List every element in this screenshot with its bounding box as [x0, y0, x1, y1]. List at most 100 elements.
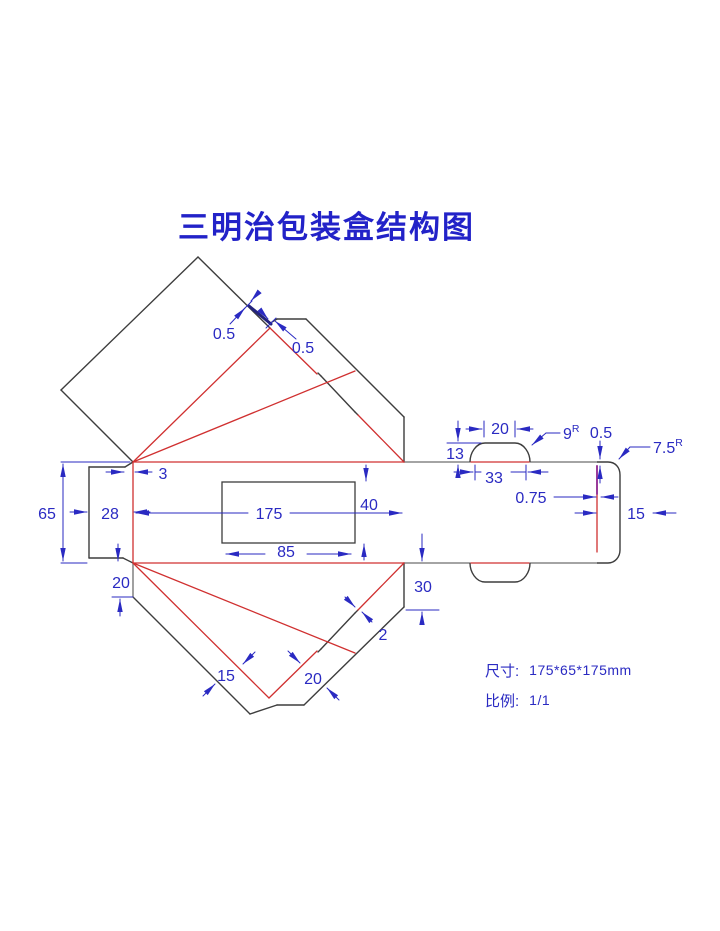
dimension-label: 20 [491, 421, 509, 438]
dimension-label: 30 [414, 579, 432, 596]
cut-lines [60, 256, 621, 715]
crease-segment [247, 304, 273, 326]
cut-line [317, 648, 322, 653]
cut-line [122, 557, 134, 564]
dimension-arrowhead [419, 548, 425, 561]
dimension-arrowhead [597, 446, 603, 459]
dimension-label: 0.5 [590, 425, 612, 442]
cut-line [354, 411, 359, 416]
cut-line [132, 596, 251, 715]
dimensions: 0.5 0.5 3 65 28 175 85 40 20 15 20 2 30 13 20 33 9R 0.5 7.… [38, 289, 683, 701]
dimension-arrowhead [343, 595, 355, 607]
dimension-arrowhead [251, 289, 262, 301]
dimension-9: 9R [531, 423, 580, 446]
size-label: 尺寸: [485, 662, 520, 680]
drawing-title: 三明治包装盒结构图 [178, 210, 475, 245]
dimension-arrowhead [111, 469, 124, 475]
dimension-label: 175 [256, 506, 283, 523]
dimension-arrowhead [583, 494, 596, 500]
dimension-15: 15 [202, 651, 256, 697]
dimension-0.5: 0.5 [257, 307, 314, 357]
dimension-arrowhead [60, 548, 66, 561]
dimension-label: 85 [277, 544, 295, 561]
dimension-label: 33 [485, 470, 503, 487]
fold-line [132, 562, 356, 654]
dimension-label: 40 [360, 497, 378, 514]
dimension-0.5: 0.5 [213, 289, 262, 343]
cut-path [597, 461, 621, 564]
cut-line [305, 318, 405, 418]
dimension-label: 15 [627, 506, 645, 523]
dimension-arrowhead [601, 494, 614, 500]
dimension-arrowhead [517, 426, 530, 432]
dimension-0.75: 0.75 [515, 490, 619, 507]
dimension-arrowhead [363, 468, 369, 481]
dimension-arrowhead [327, 688, 339, 700]
dimension-label: 13 [446, 446, 464, 463]
scale-value: 1/1 [529, 692, 551, 708]
cut-path [469, 562, 531, 583]
size-row: 尺寸: 175*65*175mm [485, 655, 632, 685]
dimension-label: 0.5 [292, 340, 314, 357]
dimension-label: 9R [563, 423, 580, 443]
dimension-arrowhead [619, 447, 630, 459]
dimension-label: 65 [38, 506, 56, 523]
scale-row: 比例: 1/1 [485, 685, 632, 715]
dimension-arrowhead [361, 544, 367, 557]
dimension-arrowhead [135, 469, 148, 475]
dimension-0.5: 0.5 [590, 425, 612, 484]
size-value: 175*65*175mm [529, 662, 632, 678]
fold-line [357, 562, 405, 611]
special-segments [247, 304, 598, 495]
fold-lines [132, 327, 598, 699]
cut-line [303, 606, 405, 706]
dimension-label: 28 [101, 506, 119, 523]
dimension-15: 15 [574, 506, 677, 523]
cut-line [197, 256, 271, 329]
dimension-arrowhead [528, 469, 541, 475]
dimension-arrowhead [532, 434, 544, 445]
cut-line [317, 372, 322, 377]
cut-line [124, 461, 134, 468]
cut-line [320, 375, 356, 413]
dimension-65: 65 [38, 461, 131, 564]
dimension-28: 28 [69, 506, 151, 523]
info-block: 尺寸: 175*65*175mm 比例: 1/1 [485, 655, 632, 715]
dimension-label: 0.75 [515, 490, 546, 507]
dimension-85: 85 [225, 544, 352, 561]
dimension-label: 2 [379, 627, 388, 644]
dimension-20: 20 [287, 650, 340, 701]
dimension-arrowhead [115, 548, 121, 561]
dimension-label: 20 [304, 671, 322, 688]
dimension-arrowhead [275, 321, 287, 332]
dimension-arrowhead [469, 426, 482, 432]
dimension-30: 30 [405, 533, 440, 625]
dimension-label: 20 [112, 575, 130, 592]
dimension-arrowhead [389, 510, 402, 516]
dimension-arrowhead [226, 551, 239, 557]
dimension-2: 2 [343, 595, 388, 644]
dimension-arrowhead [136, 510, 149, 516]
dimension-3: 3 [105, 466, 168, 483]
dimension-arrowhead [203, 684, 215, 696]
dimension-arrowhead [583, 510, 596, 516]
dimension-arrowhead [74, 509, 87, 515]
cut-line [60, 389, 134, 463]
fold-line [269, 327, 318, 375]
cut-line [320, 612, 356, 650]
dimension-arrowhead [234, 308, 245, 320]
dimension-arrowhead [60, 464, 66, 477]
dimension-33: 33 [453, 464, 549, 487]
dimension-label: 7.5R [653, 437, 683, 457]
dimension-arrowhead [117, 599, 123, 612]
dimension-arrowhead [460, 469, 473, 475]
fold-line [132, 562, 270, 699]
dimension-20: 20 [465, 420, 534, 438]
dimension-arrowhead [338, 551, 351, 557]
dimension-arrowhead [597, 466, 603, 479]
dimension-7.5: 7.5R [618, 437, 683, 460]
dimension-40: 40 [360, 464, 378, 561]
dimension-20: 20 [111, 543, 134, 617]
